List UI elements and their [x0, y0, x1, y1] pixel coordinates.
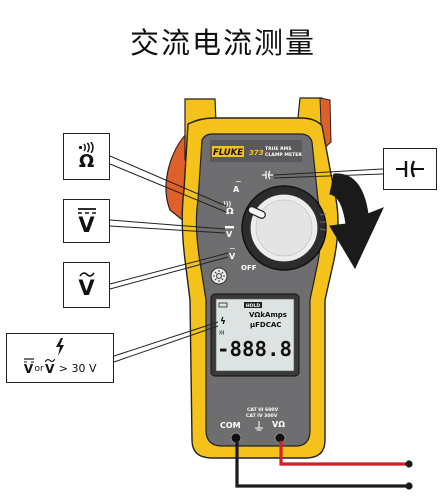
- dial-ac-amps-tilde: ~: [235, 177, 242, 186]
- fluke-logo-box: [212, 146, 244, 157]
- fluke-logo-text: FLUKE: [213, 148, 243, 158]
- cat-rating-1: CAT III 600V: [247, 407, 279, 413]
- backlight-icon: [213, 270, 225, 282]
- battery-icon: [218, 302, 228, 308]
- warning-v-ac: V: [44, 358, 55, 376]
- page-title: 交流电流测量: [129, 26, 316, 60]
- cat-rating-2: CAT IV 300V: [246, 413, 278, 419]
- ground-icon: [255, 421, 263, 431]
- rotary-knob-inner: [255, 199, 313, 257]
- red-test-lead: [279, 441, 408, 466]
- lcd-units-line2: μFDCAC: [250, 321, 281, 329]
- hazard-lightning-icon: [56, 338, 64, 356]
- red-lead-tip: [405, 460, 413, 468]
- terminal-vohm-label: VΩ: [272, 420, 285, 429]
- warning-v-dc: V: [23, 358, 34, 376]
- faceplate: [195, 133, 322, 447]
- warning-dc-icon: [23, 358, 34, 363]
- warning-v-dc-letter: V: [23, 362, 34, 376]
- dial-off-label: OFF: [241, 264, 257, 272]
- dial-ac-volts-label: V: [229, 252, 236, 261]
- dial-resistance-label: Ω: [226, 207, 234, 217]
- rotation-arrow: [329, 173, 384, 270]
- callout-hazard-warning: V or V > 30 V: [6, 333, 114, 383]
- lcd-hazard-icon: ϟ: [220, 317, 226, 327]
- dial-ac-tilde: ~: [229, 244, 236, 253]
- dial-continuity-icon: ))): [223, 201, 231, 208]
- dc-symbol-icon: [77, 207, 96, 214]
- dial-dc-volts-label: V: [226, 230, 233, 239]
- callout-leaders: [109, 155, 384, 363]
- resistance-symbol: Ω: [78, 151, 95, 172]
- continuity-icon: [78, 142, 94, 153]
- callout-dc-volts: V: [63, 199, 110, 243]
- terminal-com-label: COM: [220, 421, 241, 430]
- black-test-lead: [235, 441, 408, 488]
- model-subtitle-2: CLAMP METER: [265, 152, 302, 158]
- dial-ac-amps-label: A: [233, 185, 240, 194]
- lcd-digits: -888.8: [217, 337, 292, 361]
- hold-label: HOLD: [246, 303, 260, 309]
- capacitor-icon: [396, 160, 424, 178]
- model-number: 373: [249, 149, 264, 157]
- warning-ac-icon: [44, 358, 55, 363]
- hold-box: [244, 302, 262, 308]
- dial-capacitance-mark: [262, 170, 273, 180]
- warning-threshold: > 30 V: [58, 362, 97, 375]
- knob-grip-marks: [319, 213, 327, 231]
- callout-capacitance: [383, 148, 437, 190]
- knob-pointer: [247, 206, 266, 219]
- warning-or: or: [34, 364, 44, 374]
- black-lead-tip: [405, 482, 413, 490]
- dc-volts-symbol: V: [78, 212, 95, 237]
- warning-row: V or V > 30 V: [23, 358, 97, 376]
- dial-dc-bar: [225, 226, 234, 229]
- ac-tilde-icon: [78, 272, 95, 277]
- warning-v-ac-letter: V: [45, 362, 55, 376]
- ac-volts-symbol: V: [78, 276, 95, 300]
- callout-resistance: Ω: [63, 133, 110, 180]
- lcd-units-line1: VΩkAmps: [249, 311, 287, 319]
- model-subtitle-1: TRUE RMS: [265, 146, 292, 152]
- callout-ac-volts: V: [63, 262, 110, 308]
- lcd-continuity-icon: ))): [219, 330, 225, 335]
- lcd-screen: [215, 298, 295, 372]
